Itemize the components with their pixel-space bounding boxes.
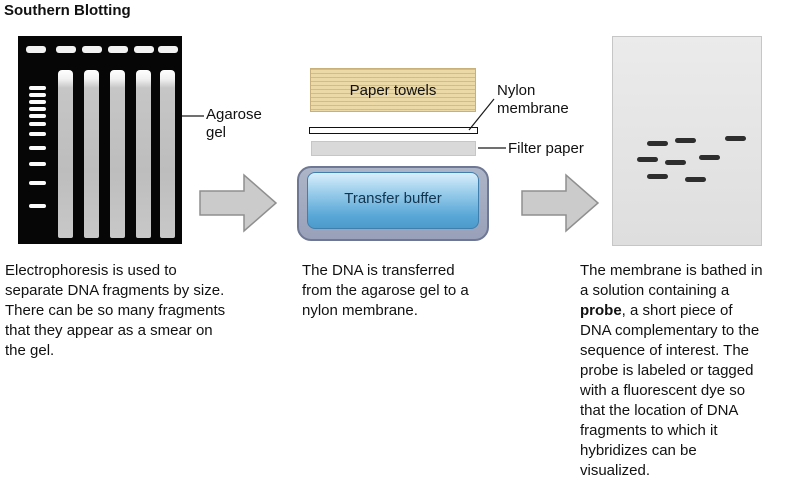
buffer-liquid [307, 172, 479, 229]
figure-title: Southern Blotting [4, 2, 131, 19]
caption-step3-probe: probe [580, 302, 622, 319]
ladder-band [29, 132, 46, 136]
ladder-band [29, 122, 46, 126]
caption-step2: The DNA is transferred from the agarose … [302, 262, 469, 319]
paper-towels-block: Paper towels [310, 68, 476, 112]
ladder-band [29, 181, 46, 185]
gel-lane-smear [58, 70, 73, 238]
electrophoresis-gel-panel [18, 36, 182, 244]
label-filter-paper: Filter paper [508, 140, 584, 157]
nylon-membrane-strip [309, 127, 478, 134]
ladder-band [29, 146, 46, 150]
step2-arrow-right-icon [521, 173, 600, 233]
ladder-band [29, 114, 46, 118]
ladder-band [29, 100, 46, 104]
gel-well [108, 46, 128, 53]
hybridized-band [647, 174, 668, 179]
ladder-band [29, 93, 46, 97]
ladder-band [29, 204, 46, 208]
caption-step1: Electrophoresis is used to separate DNA … [5, 262, 226, 359]
hybridized-band [675, 138, 696, 143]
filter-paper-strip [311, 141, 476, 156]
hybridized-band [699, 155, 720, 160]
gel-lane-smear [160, 70, 175, 238]
gel-lane-smear [84, 70, 99, 238]
gel-well [134, 46, 154, 53]
transfer-buffer-label: Transfer buffer [344, 190, 442, 207]
blot-membrane-panel [612, 36, 762, 246]
hybridized-band [637, 157, 658, 162]
gel-well [158, 46, 178, 53]
gel-lane-smear [136, 70, 151, 238]
caption-step3-after: , a short piece of DNA complementary to … [580, 302, 760, 479]
caption-step3-before: The membrane is bathed in a solution con… [580, 262, 763, 299]
gel-lane-smear [110, 70, 125, 238]
gel-well [26, 46, 46, 53]
ladder-band [29, 107, 46, 111]
hybridized-band [665, 160, 686, 165]
caption-step3: The membrane is bathed in a solution con… [580, 261, 766, 481]
step1-arrow-right-icon [199, 173, 278, 233]
gel-well [56, 46, 76, 53]
ladder-band [29, 162, 46, 166]
label-agarose-gel: Agarose gel [206, 106, 262, 141]
ladder-band [29, 86, 46, 90]
hybridized-band [647, 141, 668, 146]
gel-well [82, 46, 102, 53]
paper-towels-label: Paper towels [349, 81, 437, 99]
hybridized-band [685, 177, 706, 182]
hybridized-band [725, 136, 746, 141]
label-nylon-membrane: Nylon membrane [497, 82, 569, 117]
